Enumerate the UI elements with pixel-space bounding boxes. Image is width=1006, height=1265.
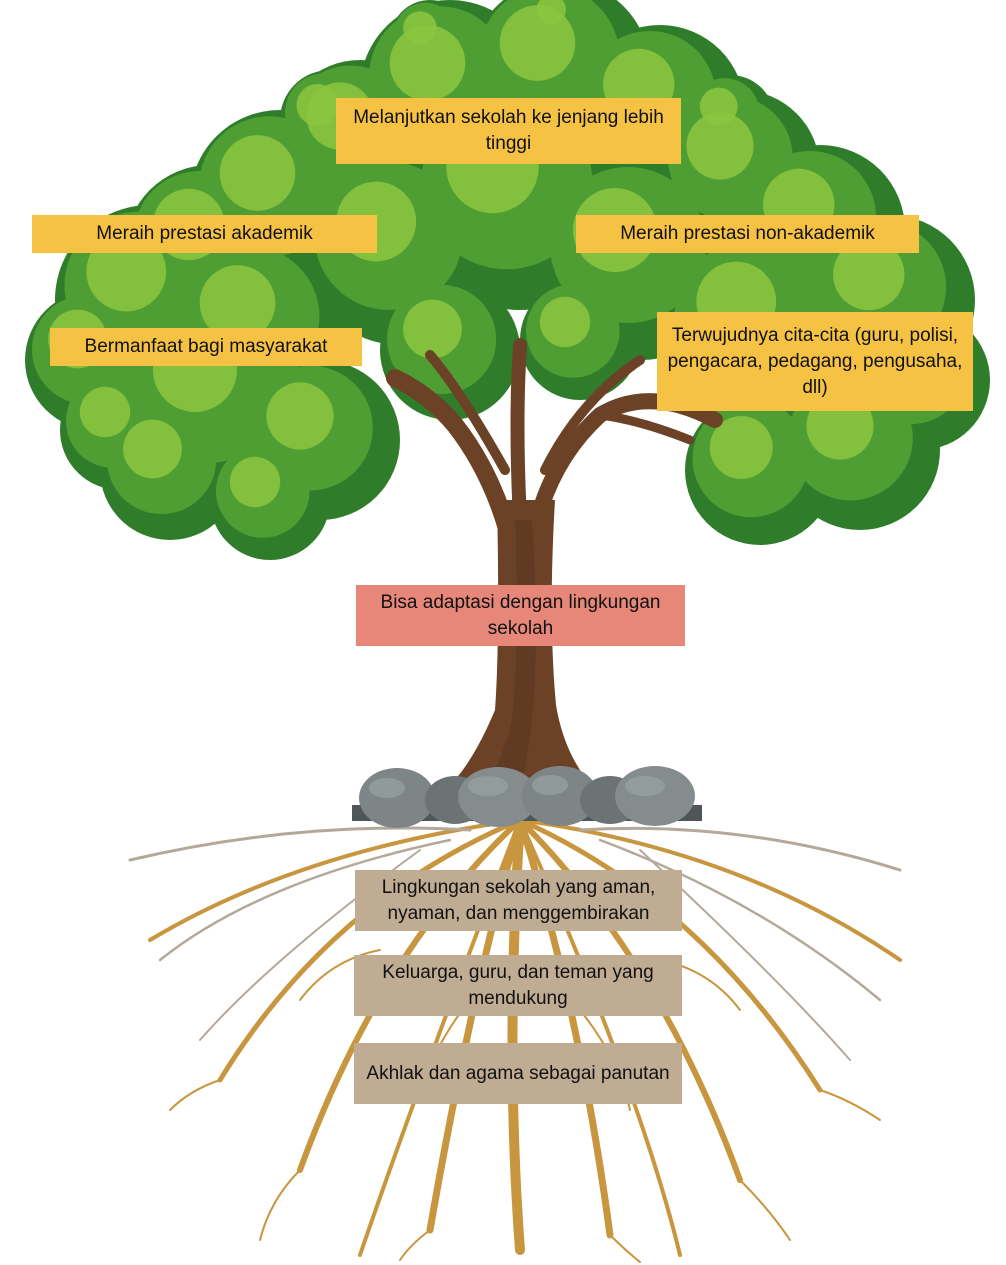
root-strand xyxy=(158,838,452,962)
root-strand xyxy=(299,949,381,1001)
leaf-highlight xyxy=(296,84,339,126)
leaf-highlight xyxy=(499,5,576,81)
label-adaptasi-text: Bisa adaptasi dengan lingkungan sekolah xyxy=(380,591,661,639)
label-cita-cita-text: Terwujudnya cita-cita (guru, polisi, pen… xyxy=(667,324,963,398)
root-strand xyxy=(259,1169,301,1241)
label-lingkungan-text: Lingkungan sekolah yang aman, nyaman, da… xyxy=(381,876,656,924)
label-melanjutkan-text: Melanjutkan sekolah ke jenjang lebih tin… xyxy=(353,107,664,154)
root-strand xyxy=(517,817,823,1093)
root-strand xyxy=(609,1234,641,1263)
leaf-highlight xyxy=(79,386,131,438)
label-lingkungan-sekolah: Lingkungan sekolah yang aman, nyaman, da… xyxy=(355,870,682,931)
leaf-highlight xyxy=(219,135,296,211)
leaf-highlight xyxy=(686,112,754,180)
leaf-highlight xyxy=(266,382,334,450)
root-strand xyxy=(518,818,902,962)
label-melanjutkan-sekolah: Melanjutkan sekolah ke jenjang lebih tin… xyxy=(336,98,681,164)
tree-trunk xyxy=(440,500,600,795)
label-akhlak-text: Akhlak dan agama sebagai panutan xyxy=(366,1062,670,1084)
leaf-highlight xyxy=(709,416,773,479)
leaf-highlight xyxy=(403,11,437,45)
leaf-highlight xyxy=(536,0,566,25)
label-akademik-text: Meraih prestasi akademik xyxy=(96,223,313,244)
root-strand xyxy=(578,826,902,872)
root-strand xyxy=(128,826,472,862)
root-strand xyxy=(598,838,882,1002)
rocks xyxy=(352,766,702,828)
label-cita-cita: Terwujudnya cita-cita (guru, polisi, pen… xyxy=(657,312,973,411)
root-strand xyxy=(217,817,523,1083)
leaf-highlight xyxy=(539,296,591,348)
label-adaptasi-lingkungan: Bisa adaptasi dengan lingkungan sekolah xyxy=(356,585,685,646)
leaf-highlight xyxy=(699,87,738,126)
root-strand xyxy=(739,1179,791,1241)
label-prestasi-non-akademik: Meraih prestasi non-akademik xyxy=(576,215,919,253)
label-bermanfaat-masyarakat: Bermanfaat bagi masyarakat xyxy=(50,328,362,366)
root-strand xyxy=(169,1079,221,1111)
label-keluarga-guru-teman: Keluarga, guru, dan teman yang mendukung xyxy=(354,955,682,1016)
label-masyarakat-text: Bermanfaat bagi masyarakat xyxy=(84,336,328,357)
leaf-highlight xyxy=(229,456,281,508)
leaf-highlight xyxy=(833,238,905,311)
root-strand xyxy=(399,1229,431,1261)
leaf-highlight xyxy=(403,299,462,359)
leaf-highlight xyxy=(123,419,182,479)
tree-canopy xyxy=(25,0,990,560)
leaf-highlight xyxy=(389,25,466,101)
label-keluarga-text: Keluarga, guru, dan teman yang mendukung xyxy=(382,961,654,1009)
leaf-highlight xyxy=(199,265,276,341)
label-akhlak-agama: Akhlak dan agama sebagai panutan xyxy=(354,1043,682,1104)
label-prestasi-akademik: Meraih prestasi akademik xyxy=(32,215,377,253)
root-strand xyxy=(819,1089,881,1121)
label-non-akademik-text: Meraih prestasi non-akademik xyxy=(620,223,875,244)
